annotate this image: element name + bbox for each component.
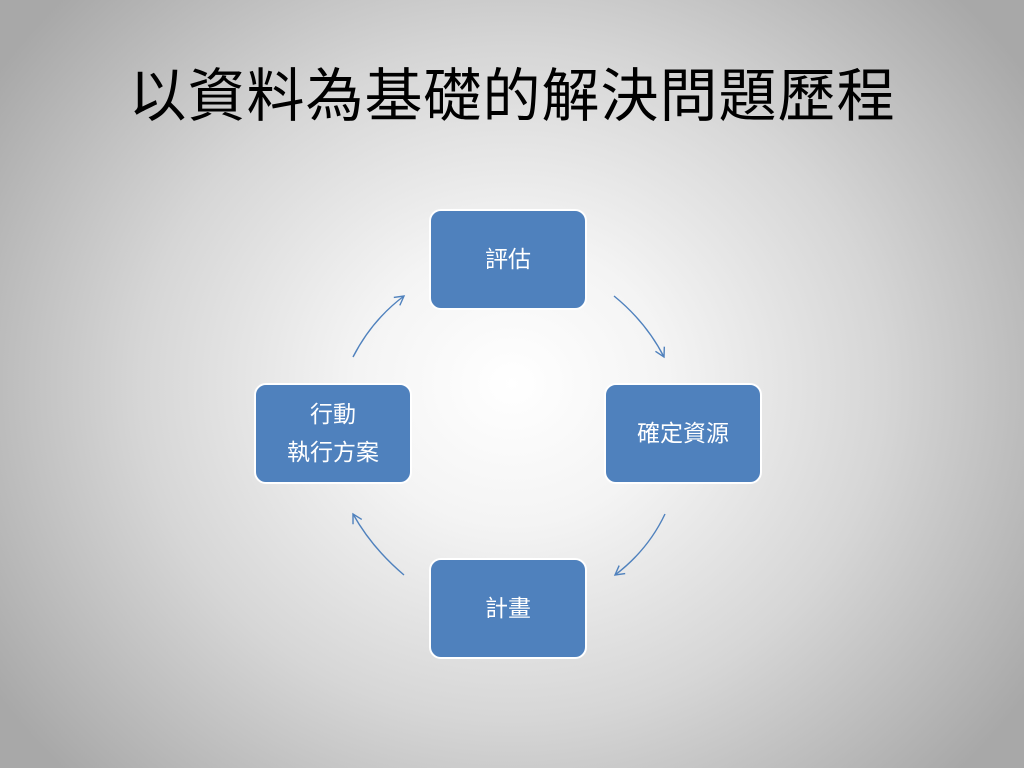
arrow-right-to-bottom bbox=[613, 513, 666, 576]
node-label: 評估 bbox=[485, 246, 531, 273]
cycle-node-plan: 計畫 bbox=[429, 558, 587, 659]
slide-title: 以資料為基礎的解決問題歷程 bbox=[128, 62, 896, 130]
node-label: 計畫 bbox=[485, 595, 531, 622]
cycle-node-evaluate: 評估 bbox=[429, 209, 587, 310]
arrow-left-to-top bbox=[352, 295, 406, 358]
cycle-node-action: 行動 執行方案 bbox=[254, 383, 412, 484]
node-label-line-2: 執行方案 bbox=[287, 439, 379, 466]
arrow-bottom-to-left bbox=[352, 512, 405, 576]
arrow-top-to-right bbox=[613, 295, 666, 359]
node-label-line-1: 行動 bbox=[310, 401, 356, 428]
cycle-node-identify-resources: 確定資源 bbox=[604, 383, 762, 484]
node-label: 確定資源 bbox=[637, 420, 729, 447]
